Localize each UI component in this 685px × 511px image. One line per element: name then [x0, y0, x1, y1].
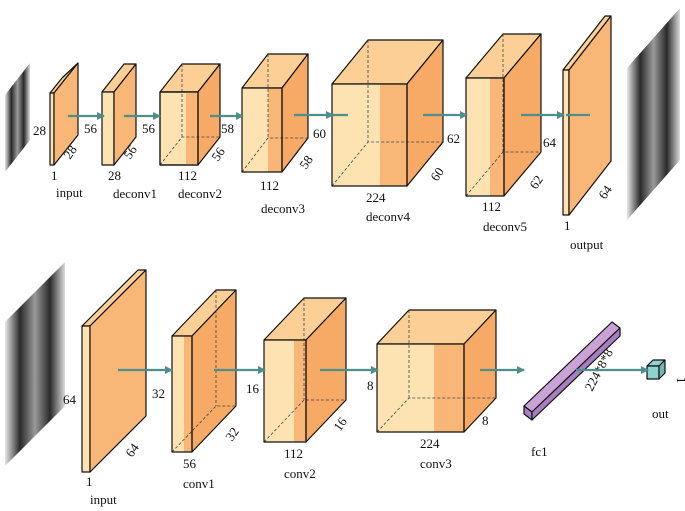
deconv3-name: deconv3 — [261, 201, 305, 216]
out-name: out — [652, 406, 669, 421]
conv2-h: 16 — [246, 381, 260, 396]
conv1-w: 56 — [183, 456, 197, 471]
top-output-name: output — [570, 237, 604, 252]
bottom-input-name: input — [90, 492, 117, 507]
bottom-input-d: 64 — [122, 440, 142, 460]
deconv3-h: 58 — [221, 121, 234, 136]
out-size: 1 — [674, 377, 685, 384]
top-output-w: 1 — [564, 218, 571, 233]
bottom-input-h: 64 — [63, 392, 77, 407]
deconv3-w: 112 — [260, 178, 279, 193]
conv2-w: 112 — [284, 446, 303, 461]
out-layer — [647, 360, 665, 379]
conv3-w: 224 — [420, 436, 440, 451]
deconv3-layer — [242, 54, 308, 172]
output-xray-image-top — [627, 8, 680, 220]
top-output-d: 64 — [595, 182, 615, 202]
bottom-input-w: 1 — [86, 474, 93, 489]
deconv4-layer — [332, 40, 443, 186]
top-input-h: 28 — [33, 123, 46, 138]
deconv2-w: 112 — [178, 168, 197, 183]
fc1-name: fc1 — [531, 444, 548, 459]
input-xray-image-bottom — [5, 262, 65, 466]
deconv1-name: deconv1 — [113, 186, 157, 201]
deconv4-h: 60 — [313, 126, 326, 141]
conv1-h: 32 — [152, 386, 165, 401]
deconv5-h: 62 — [447, 131, 460, 146]
conv3-d: 8 — [482, 413, 489, 428]
conv1-d: 32 — [222, 424, 242, 443]
deconv4-name: deconv4 — [366, 209, 411, 224]
deconv2-h: 56 — [142, 121, 156, 136]
conv2-name: conv2 — [284, 466, 316, 481]
input-xray-image-top — [5, 63, 30, 172]
deconv4-d: 60 — [427, 164, 447, 183]
top-input-w: 1 — [51, 168, 58, 183]
deconv5-d: 62 — [526, 172, 546, 191]
conv3-h: 8 — [367, 378, 374, 393]
deconv1-h: 56 — [84, 121, 98, 136]
deconv3-d: 58 — [296, 152, 316, 171]
conv3-name: conv3 — [420, 456, 452, 471]
conv1-name: conv1 — [183, 476, 215, 491]
conv2-d: 16 — [330, 414, 350, 434]
deconv5-w: 112 — [482, 199, 501, 214]
top-input-name: input — [56, 185, 83, 200]
deconv4-w: 224 — [366, 190, 386, 205]
deconv1-w: 28 — [108, 168, 121, 183]
deconv5-name: deconv5 — [483, 219, 527, 234]
deconv2-name: deconv2 — [178, 186, 222, 201]
top-output-h: 64 — [543, 135, 557, 150]
conv3-layer — [377, 310, 496, 432]
